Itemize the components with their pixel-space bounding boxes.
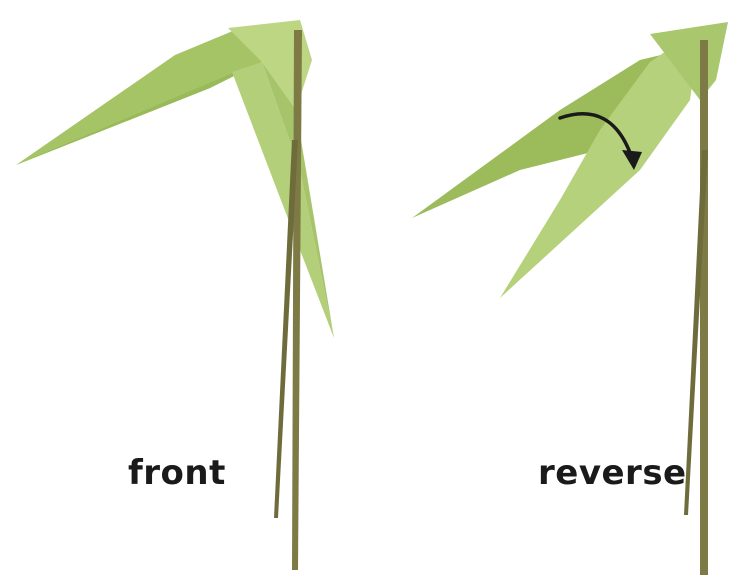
front-left-leaf-shade <box>16 62 262 165</box>
front-left-leaf <box>16 28 262 165</box>
reverse-label: reverse <box>538 456 687 490</box>
front-label: front <box>128 456 226 490</box>
reverse-stem-main <box>700 40 708 575</box>
